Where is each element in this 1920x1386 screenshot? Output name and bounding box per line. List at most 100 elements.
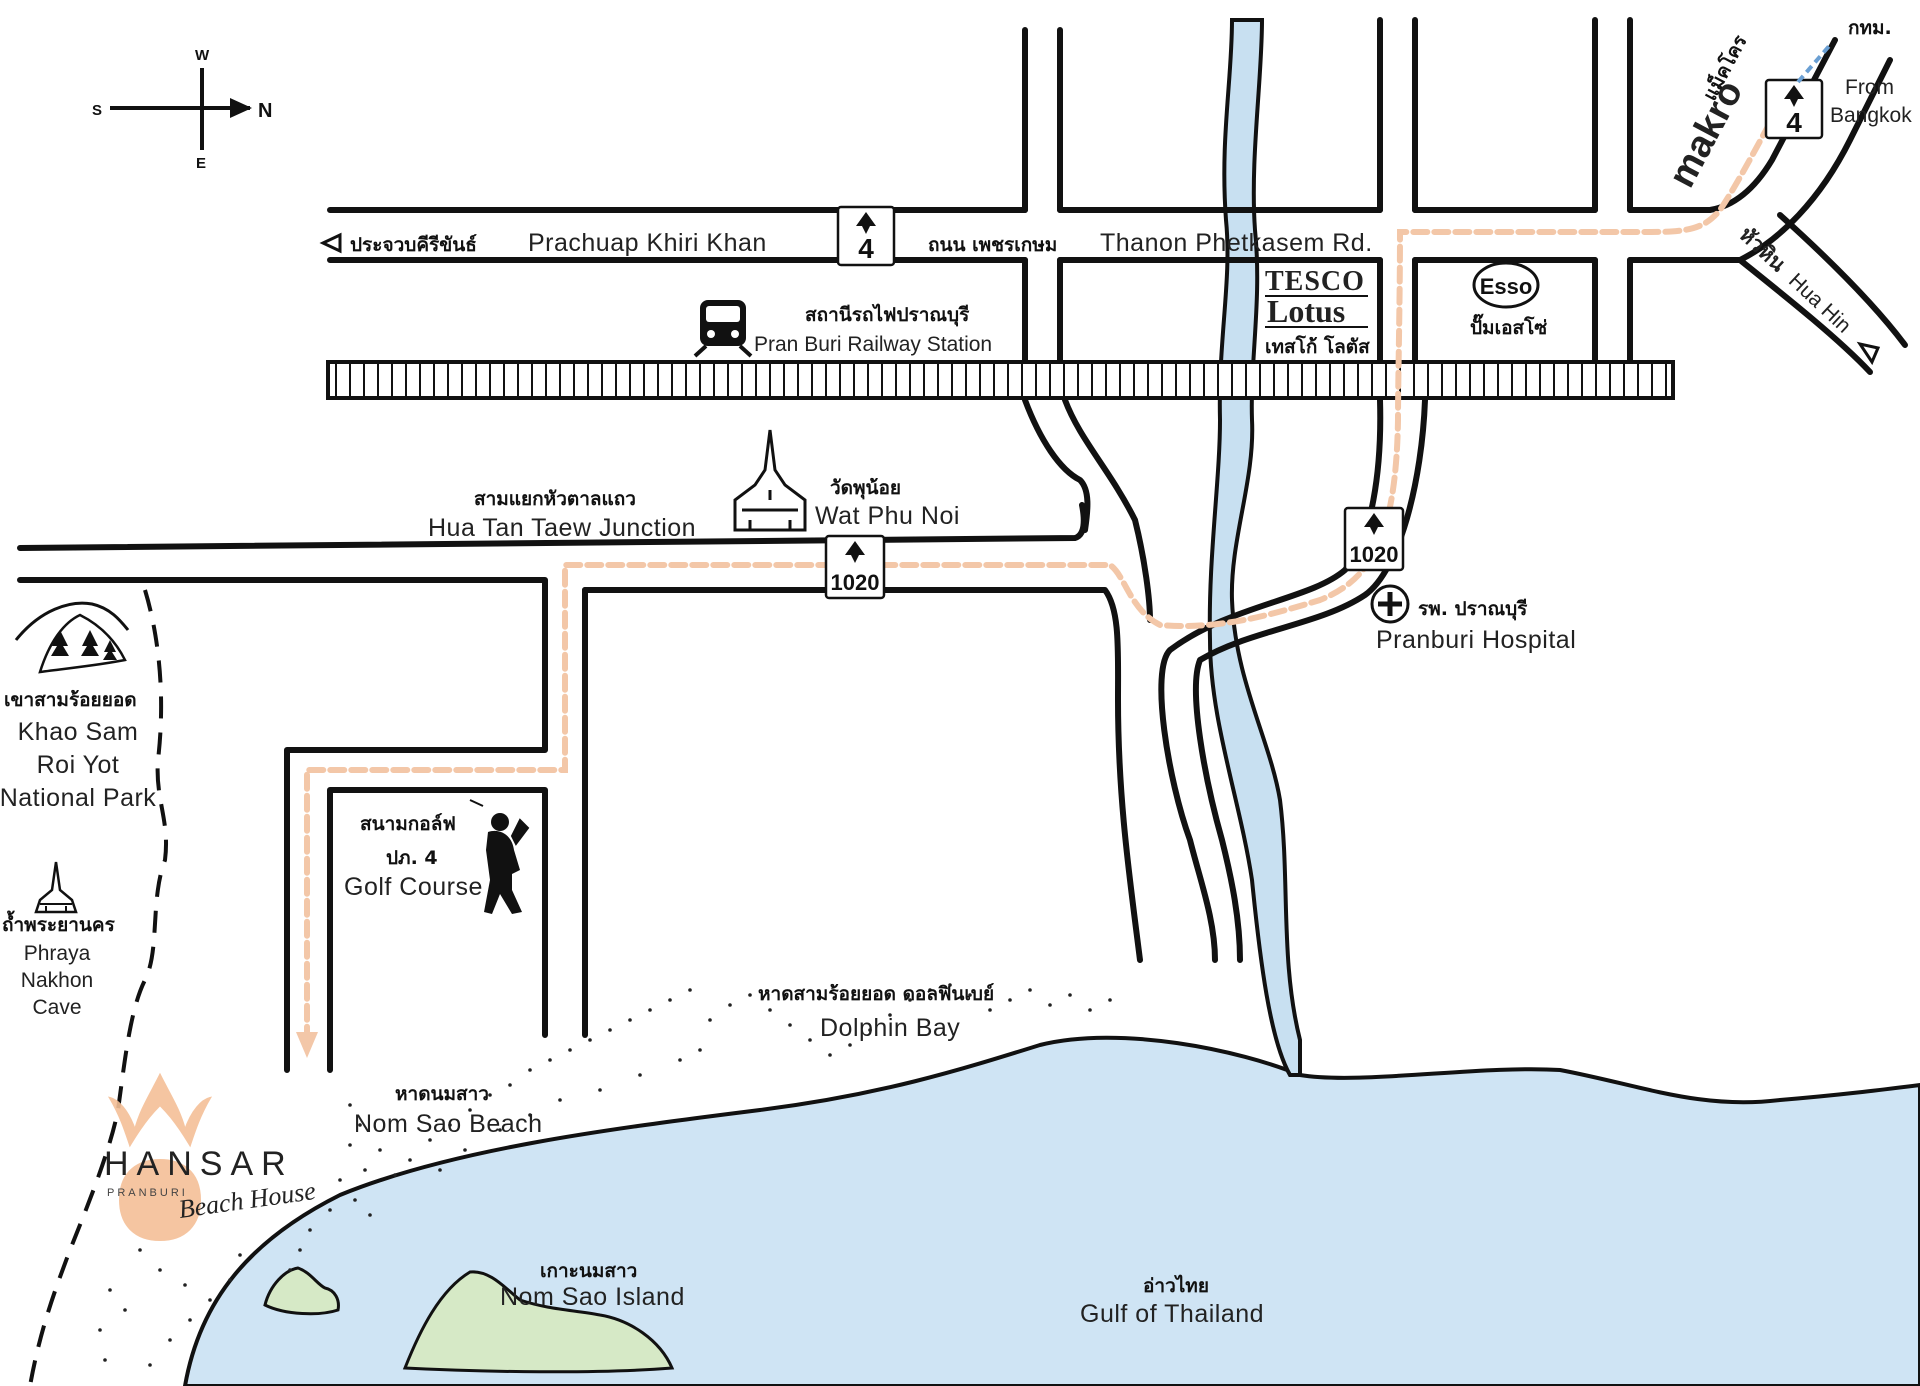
route-1020-shield-east: 1020 [1343, 506, 1405, 572]
compass: S N W E [92, 47, 272, 172]
highway-4-ne-number: 4 [1786, 107, 1802, 138]
beach-dot [498, 1128, 502, 1132]
junction-th: สามแยกหัวตาลแถว [474, 488, 636, 510]
hansar-hotel-logo: HANSAR PRANBURI Beach House [104, 1072, 317, 1242]
beach-dot [808, 1038, 812, 1042]
beach-dot [528, 1068, 532, 1072]
beach-dot [238, 1253, 242, 1257]
beach-dot [123, 1308, 127, 1312]
compass-east: E [196, 155, 206, 172]
garuda-icon [845, 541, 865, 563]
beach-dot [98, 1328, 102, 1332]
beach-dot [438, 1168, 442, 1172]
cave-en-line2: Nakhon [21, 969, 93, 992]
pranburi-river [1207, 18, 1302, 1077]
golfer-icon [469, 799, 530, 914]
nom-sao-island-shape [402, 1270, 675, 1374]
phetkasem-th: ถนน เพชรเกษม [928, 234, 1057, 256]
beach-dot [588, 1038, 592, 1042]
beach-dot [168, 1338, 172, 1342]
phetkasem-en: Thanon Phetkasem Rd. [1100, 229, 1373, 257]
beach-dot [428, 1138, 432, 1142]
junction-en: Hua Tan Taew Junction [428, 514, 696, 542]
golf-en: Golf Course [344, 873, 483, 901]
beach-dot [678, 1058, 682, 1062]
beach-dot [688, 988, 692, 992]
north-arrow-icon [230, 98, 252, 118]
national-park-boundary [28, 589, 168, 1386]
beach-dot [368, 1213, 372, 1217]
route-1020-west-number: 1020 [831, 570, 880, 595]
beach-dot [1088, 1008, 1092, 1012]
beach-dot [393, 1173, 397, 1177]
beach-dot [138, 1248, 142, 1252]
beach-dot [928, 988, 932, 992]
dolphin-bay-th: หาดสามร้อยยอด ดอลฟินเบย์ [758, 983, 994, 1005]
hospital-th: รพ. ปราณบุรี [1418, 598, 1528, 621]
garuda-icon [856, 212, 876, 234]
beach-dot [183, 1283, 187, 1287]
hansar-name: HANSAR [104, 1145, 294, 1183]
cave-th: ถ้ำพระยานคร [2, 910, 116, 936]
right-arrow-icon [1856, 341, 1881, 366]
beach-dot [598, 1088, 602, 1092]
beach-dot [508, 1083, 512, 1087]
beach-dot [463, 1148, 467, 1152]
garuda-icon [1784, 85, 1804, 107]
mountain-icon [14, 601, 130, 674]
prachuap-th: ประจวบคีรีขันธ์ [350, 234, 477, 256]
nom-sao-island-th: เกาะนมสาว [540, 1260, 637, 1282]
beach-dot [103, 1358, 107, 1362]
beach-dot [358, 1123, 362, 1127]
beach-dot [698, 1048, 702, 1052]
cave-en-line1: Phraya [24, 942, 91, 965]
national-park-en-line3: National Park [0, 784, 156, 812]
beach-dot [908, 998, 912, 1002]
left-arrow-icon [319, 232, 342, 254]
beach-dot [988, 1008, 992, 1012]
tesco-lotus-logo: TESCO Lotus เทสโก้ โลตัส [1265, 266, 1370, 358]
beach-dot [1108, 998, 1112, 1002]
bangkok-en-line1: From [1845, 76, 1894, 99]
beach-dot [968, 993, 972, 997]
beach-dot [848, 1043, 852, 1047]
highway-4-shield: 4 [836, 205, 896, 267]
beach-dot [188, 1318, 192, 1322]
temple-en: Wat Phu Noi [815, 502, 960, 530]
golf-th-line1: สนามกอล์ฟ [360, 813, 456, 835]
beach-dot [568, 1048, 572, 1052]
beach-dot [868, 1028, 872, 1032]
tesco-line1: TESCO [1265, 266, 1365, 297]
huahin-label: หัวหิน Hua Hin [1735, 222, 1856, 337]
bangkok-th: กทม. [1848, 17, 1892, 39]
train-icon [693, 300, 753, 358]
beach-dot [748, 993, 752, 997]
beach-dot [353, 1198, 357, 1202]
prachuap-en: Prachuap Khiri Khan [528, 229, 767, 257]
beach-dot [108, 1288, 112, 1292]
beach-dot [148, 1363, 152, 1367]
beach-dot [228, 1278, 232, 1282]
beach-dot [158, 1268, 162, 1272]
railway-track [326, 360, 1675, 400]
nom-sao-island-en: Nom Sao Island [500, 1283, 685, 1311]
tesco-th: เทสโก้ โลตัส [1265, 335, 1370, 358]
national-park-th: เขาสามร้อยยอด [4, 689, 137, 711]
route-1020-shield-west: 1020 [824, 534, 886, 600]
beach-dot [608, 1028, 612, 1032]
beach-dot [788, 1023, 792, 1027]
railway-station-en: Pran Buri Railway Station [754, 333, 992, 356]
beach-dot [488, 1093, 492, 1097]
beach-dot [338, 1178, 342, 1182]
beach-dot [468, 1108, 472, 1112]
beach-dot [328, 1208, 332, 1212]
beach-dot [1008, 998, 1012, 1002]
tesco-line2: Lotus [1267, 293, 1345, 329]
esso-th: ปั๊มเอสโซ่ [1470, 313, 1547, 339]
beach-dot [948, 983, 952, 987]
beach-dot [208, 1298, 212, 1302]
beach-dot [288, 1268, 292, 1272]
highway-4-shield-ne: 4 [1764, 78, 1824, 140]
esso-logo: Esso ปั๊มเอสโซ่ [1470, 261, 1547, 339]
small-island [263, 1266, 340, 1316]
